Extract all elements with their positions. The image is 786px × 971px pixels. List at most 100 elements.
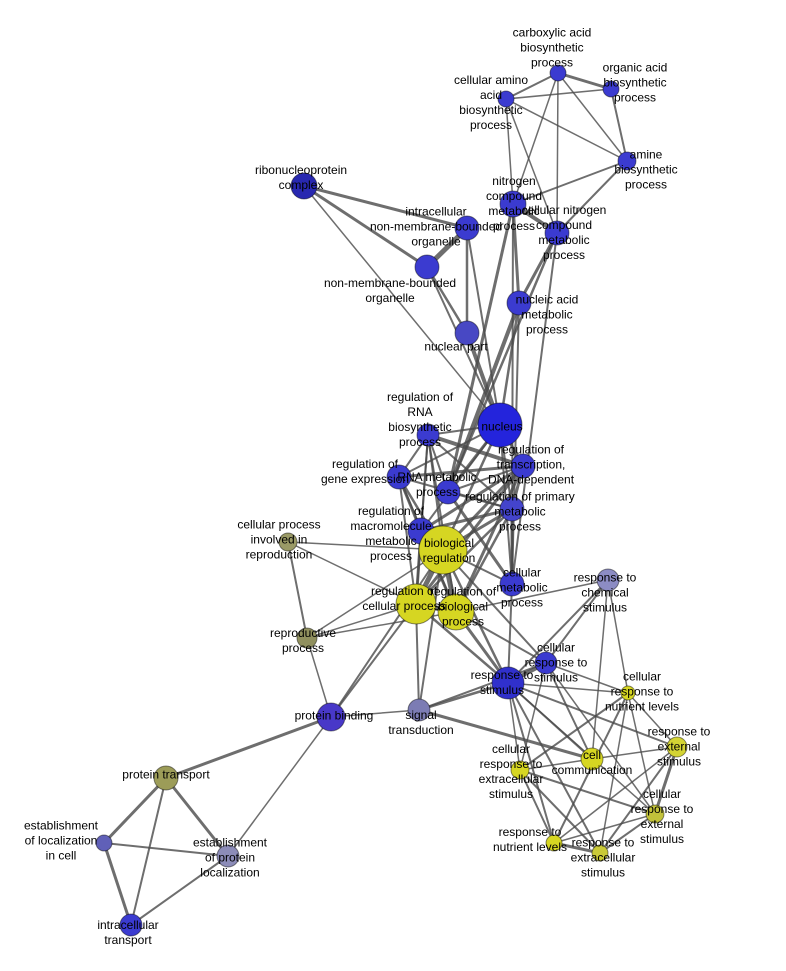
graph-edge-ribo-intraNMB xyxy=(302,184,469,230)
graph-edge-cellProcRepro-regCellular xyxy=(287,541,417,605)
graph-edge-respChemical-regBiological xyxy=(455,579,609,613)
graph-node-respStimulus[interactable] xyxy=(491,666,525,700)
graph-edge-ribo-nucleus xyxy=(303,185,501,426)
graph-node-intraNMB[interactable] xyxy=(454,215,480,241)
graph-node-respChemical[interactable] xyxy=(596,568,620,592)
graph-node-nucleus[interactable] xyxy=(477,402,523,448)
graph-node-cellComm[interactable] xyxy=(580,747,604,771)
graph-edge-carboxylic-amine xyxy=(557,72,628,162)
graph-edge-nucleicAcid-rnaMetabolic xyxy=(446,301,521,494)
graph-edge-carboxylic-organic xyxy=(556,71,613,91)
graph-edge-respChemical-cellRespNutrient xyxy=(607,579,629,694)
graph-node-regCellular[interactable] xyxy=(395,583,437,625)
graph-node-nucleicAcid[interactable] xyxy=(506,290,532,316)
graph-node-ribo[interactable] xyxy=(290,172,318,200)
graph-edge-regTranscription-regBiological xyxy=(454,464,525,614)
graph-node-nitrogen[interactable] xyxy=(499,190,527,218)
graph-edge-cellAmino-nitrogen xyxy=(505,98,514,205)
graph-edge-cellAmino-amine xyxy=(505,98,628,162)
graph-edge-estProtLoc-proteinBinding xyxy=(227,716,332,857)
graph-edge-cellAmino-cellNitrogen xyxy=(505,98,558,234)
graph-edge-respExtracell-cellRespExternal xyxy=(599,813,656,854)
graph-edge-estLocCell-estProtLoc xyxy=(103,842,229,857)
graph-edge-cellNitrogen-cellMetabolic xyxy=(511,232,558,585)
graph-edge-cellRespExtracell-cellComm xyxy=(519,758,593,771)
graph-node-organic[interactable] xyxy=(602,80,620,98)
graph-node-regTranscription[interactable] xyxy=(510,453,536,479)
graph-node-bioReg[interactable] xyxy=(418,525,468,575)
graph-node-cellRespStim[interactable] xyxy=(534,651,558,675)
graph-edge-cellRespExtracell-respNutrient xyxy=(519,769,555,844)
graph-edge-respStimulus-cellRespNutrient xyxy=(507,682,629,694)
graph-node-carboxylic[interactable] xyxy=(549,64,567,82)
graph-node-cellRespExternal[interactable] xyxy=(645,804,665,824)
graph-node-cellMetabolic[interactable] xyxy=(499,571,525,597)
graph-edge-respStimulus-bioReg xyxy=(441,548,510,685)
graph-edge-respChemical-cellComm xyxy=(591,579,609,760)
graph-edge-regTranscription-regGene xyxy=(397,464,525,479)
graph-edge-cellRespStim-signalTransduction xyxy=(418,662,547,711)
graph-node-intraTransport[interactable] xyxy=(119,913,143,937)
graph-edge-proteinBinding-proteinTransport xyxy=(164,715,333,780)
graph-edge-cellNitrogen-nucleicAcid xyxy=(517,231,559,305)
graph-edge-cellRespNutrient-cellRespExtracell xyxy=(519,692,629,771)
graph-node-cellNitrogen[interactable] xyxy=(544,220,570,246)
graph-edge-signalTransduction-cellComm xyxy=(417,708,594,761)
graph-node-proteinBinding[interactable] xyxy=(316,702,346,732)
graph-edge-estProtLoc-intraTransport xyxy=(130,855,229,926)
graph-edge-amine-cellNitrogen xyxy=(556,160,628,234)
graph-edge-cellRespStim-cellRespExtracell xyxy=(519,662,547,771)
graph-edge-cellRespStim-cellComm xyxy=(545,662,593,760)
graph-edge-respExternal-cellRespExternal xyxy=(653,745,679,816)
graph-edge-signalTransduction-bioReg xyxy=(418,549,444,711)
graph-node-nuclearPart[interactable] xyxy=(454,320,480,346)
graph-edge-respExternal-respExtracell xyxy=(599,746,678,854)
graph-edge-carboxylic-cellAmino xyxy=(505,72,559,100)
graph-edge-nitrogen-nucleicAcid xyxy=(511,202,521,305)
graph-edge-respChemical-respStimulus xyxy=(507,579,609,684)
graph-edge-regTranscription-rnaMetabolic xyxy=(447,465,524,493)
graph-node-reproductive[interactable] xyxy=(296,627,318,649)
graph-edge-nmbOrg-nucleus xyxy=(426,266,501,426)
graph-node-regRNA[interactable] xyxy=(416,423,440,447)
graph-edge-reproductive-bioReg xyxy=(306,549,444,639)
graph-edge-cellRespExtracell-cellRespExternal xyxy=(519,769,656,815)
graph-node-cellRespNutrient[interactable] xyxy=(620,685,636,701)
graph-node-cellRespExtracell[interactable] xyxy=(510,760,530,780)
graph-edge-cellProcRepro-bioReg xyxy=(287,541,444,551)
graph-edge-cellRespStim-cellRespNutrient xyxy=(545,662,629,694)
graph-edge-cellRespStim-bioReg xyxy=(442,549,547,664)
graph-node-nmbOrg[interactable] xyxy=(414,254,440,280)
graph-node-respExtracell[interactable] xyxy=(591,844,609,862)
graph-edge-respNutrient-cellRespExternal xyxy=(553,813,656,844)
graph-node-regGene[interactable] xyxy=(386,464,412,490)
graph-node-rnaMetabolic[interactable] xyxy=(435,479,461,505)
graph-node-regPrimary[interactable] xyxy=(499,496,525,522)
graph-node-estProtLoc[interactable] xyxy=(216,844,240,868)
graph-node-proteinTransport[interactable] xyxy=(153,765,179,791)
graph-edge-regGene-regCellular xyxy=(398,476,417,605)
graph-edge-ribo-nmbOrg xyxy=(302,184,429,269)
graph-edge-cellRespExtracell-respExtracell xyxy=(519,769,601,854)
graph-edge-cellProcRepro-reproductive xyxy=(287,541,308,639)
graph-node-estLocCell[interactable] xyxy=(95,834,113,852)
graph-edge-amine-nitrogen xyxy=(512,160,628,205)
graph-node-respNutrient[interactable] xyxy=(545,834,563,852)
graph-node-signalTransduction[interactable] xyxy=(407,698,431,722)
graph-node-cellProcRepro[interactable] xyxy=(278,532,298,552)
graph-edge-proteinTransport-intraTransport xyxy=(130,777,167,926)
graph-edge-cellRespNutrient-respExternal xyxy=(627,692,678,748)
graph-edge-respStimulus-respExternal xyxy=(507,682,678,748)
graph-node-cellAmino[interactable] xyxy=(497,90,515,108)
graph-edge-proteinTransport-estProtLoc xyxy=(164,776,230,858)
graph-edge-cellRespNutrient-cellRespExternal xyxy=(627,692,656,815)
graph-edge-rnaMetabolic-cellMetabolic xyxy=(446,490,514,586)
graph-edge-proteinBinding-bioReg xyxy=(330,549,444,718)
graph-edge-proteinTransport-estLocCell xyxy=(102,776,168,845)
graph-node-respExternal[interactable] xyxy=(666,736,688,758)
graph-edge-regRNA-regTranscription xyxy=(426,433,525,468)
graph-node-regBiological[interactable] xyxy=(437,593,475,631)
edges-group xyxy=(102,71,679,927)
graph-node-amine[interactable] xyxy=(617,151,637,171)
graph-edge-estLocCell-intraTransport xyxy=(102,841,133,927)
